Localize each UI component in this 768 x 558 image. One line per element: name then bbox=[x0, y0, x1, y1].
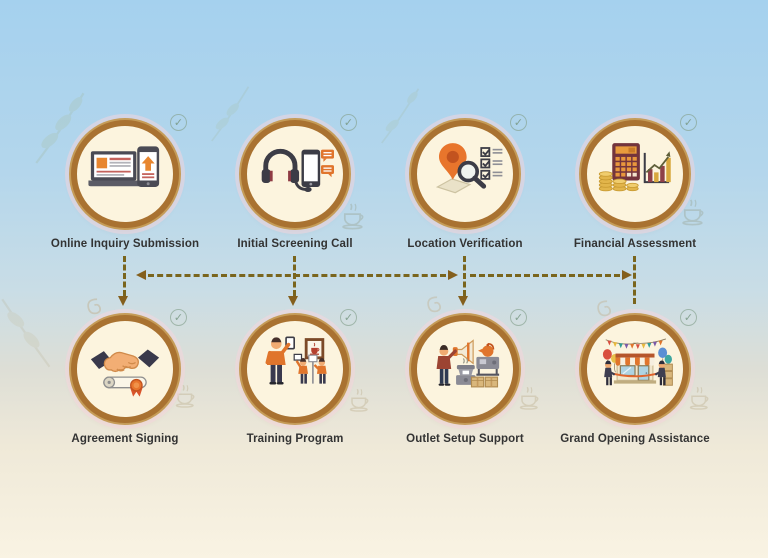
step-label: Initial Screening Call bbox=[237, 238, 353, 250]
storefront-ribbon-balloons-icon bbox=[602, 338, 673, 386]
arrowhead-down-icon bbox=[118, 296, 128, 306]
connector-horizontal-line bbox=[148, 274, 446, 277]
step-grand-opening-assistance: ✓ Grand Opening Assistance bbox=[550, 309, 720, 445]
step-circle bbox=[411, 120, 519, 228]
step-label: Agreement Signing bbox=[71, 433, 179, 445]
check-icon: ✓ bbox=[340, 114, 357, 131]
trainer-trainees-icon bbox=[265, 336, 327, 385]
step-circle bbox=[71, 315, 179, 423]
check-icon: ✓ bbox=[510, 114, 527, 131]
step-online-inquiry-submission: ✓ Online Inquiry Submission bbox=[40, 114, 210, 250]
step-circle bbox=[411, 315, 519, 423]
check-icon: ✓ bbox=[170, 309, 187, 326]
step-location-verification: ✓ Location Verification bbox=[380, 114, 550, 250]
step-financial-assessment: ✓ Financial Assessment bbox=[550, 114, 720, 250]
laptop-phone-upload-icon bbox=[88, 146, 160, 187]
connector-vertical-line bbox=[123, 256, 126, 296]
step-label: Financial Assessment bbox=[573, 238, 697, 250]
handshake-contract-icon bbox=[90, 349, 160, 397]
connector-horizontal-line bbox=[470, 274, 620, 277]
arrowhead-right-icon bbox=[448, 270, 458, 280]
step-agreement-signing: ✓ Agreement Signing bbox=[40, 309, 210, 445]
arrowhead-down-icon bbox=[458, 296, 468, 306]
step-label: Outlet Setup Support bbox=[406, 433, 524, 445]
step-label: Training Program bbox=[246, 433, 344, 445]
calculator-coins-chart-icon bbox=[598, 143, 671, 192]
headset-phone-chat-icon bbox=[261, 148, 334, 193]
arrowhead-down-icon bbox=[288, 296, 298, 306]
step-label: Location Verification bbox=[407, 238, 523, 250]
step-label: Online Inquiry Submission bbox=[50, 238, 200, 250]
step-circle bbox=[71, 120, 179, 228]
check-icon: ✓ bbox=[170, 114, 187, 131]
connector-vertical-line bbox=[293, 256, 296, 296]
check-icon: ✓ bbox=[340, 309, 357, 326]
check-icon: ✓ bbox=[680, 309, 697, 326]
connector-vertical-line bbox=[633, 256, 636, 304]
step-initial-screening-call: ✓ Initial Screening Call bbox=[210, 114, 380, 250]
check-icon: ✓ bbox=[510, 309, 527, 326]
step-circle bbox=[581, 120, 689, 228]
step-circle bbox=[581, 315, 689, 423]
arrowhead-left-icon bbox=[136, 270, 146, 280]
step-circle bbox=[241, 315, 349, 423]
arrowhead-right-icon bbox=[622, 270, 632, 280]
step-circle bbox=[241, 120, 349, 228]
map-pin-magnifier-checklist-icon bbox=[435, 143, 503, 194]
check-icon: ✓ bbox=[680, 114, 697, 131]
step-outlet-setup-support: ✓ Outlet Setup Support bbox=[380, 309, 550, 445]
step-training-program: ✓ Training Program bbox=[210, 309, 380, 445]
step-label: Grand Opening Assistance bbox=[560, 433, 710, 445]
connector-vertical-line bbox=[463, 256, 466, 296]
megaphone-equipment-boxes-icon bbox=[436, 339, 500, 388]
